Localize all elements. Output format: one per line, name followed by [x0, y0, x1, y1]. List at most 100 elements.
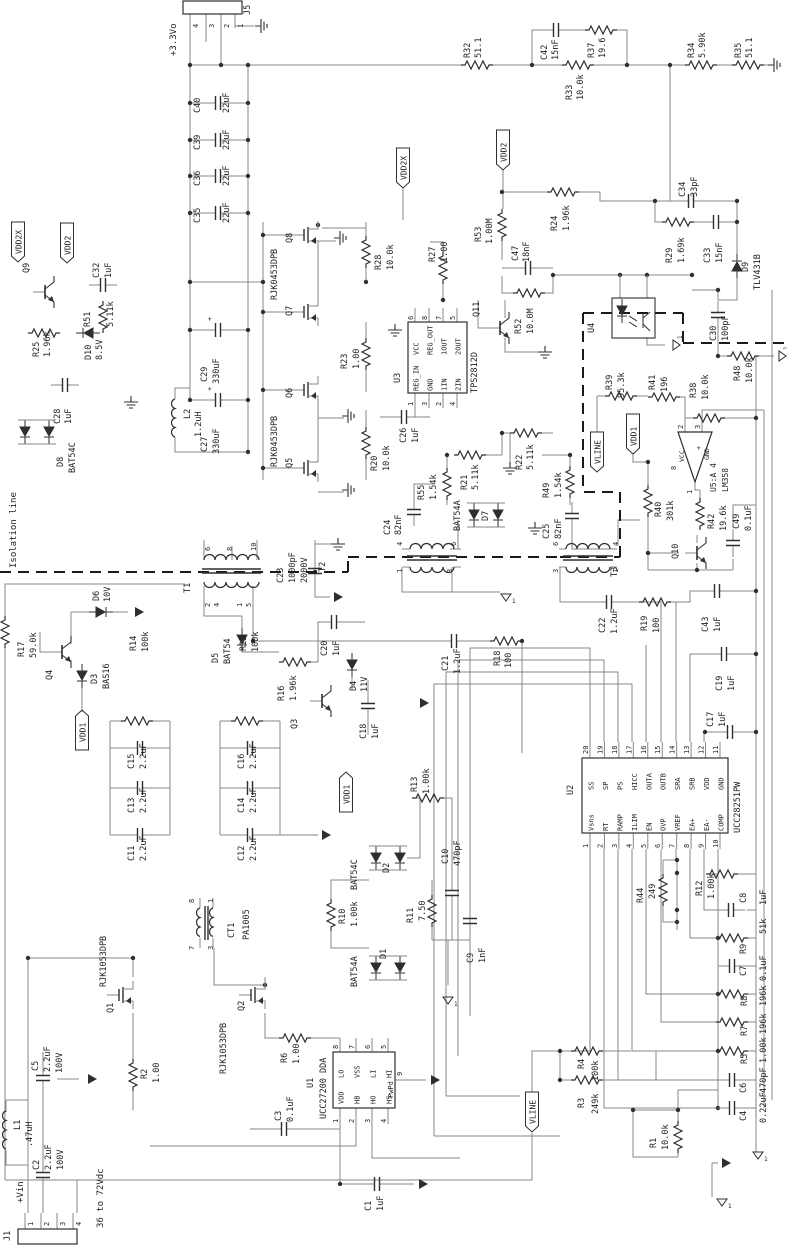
value2-C2: 100V	[56, 1150, 66, 1170]
ref-Q9: Q9	[22, 263, 32, 273]
connector-J5	[182, 0, 243, 15]
ref-R12: R12	[695, 881, 705, 896]
ref-C35: C35	[193, 208, 203, 223]
ref-D6: D6	[92, 591, 102, 601]
ref-C7: C7	[739, 966, 749, 976]
value-R20: 10.0k	[382, 445, 392, 471]
wires	[4, 14, 774, 1229]
J5-pin: 1	[237, 24, 245, 28]
T1-pin: 2	[204, 603, 212, 607]
ref-Q5: Q5	[285, 458, 295, 468]
svg-text:1: 1	[677, 335, 684, 339]
ref-R29: R29	[665, 248, 675, 263]
U1-pin-name: LI	[370, 1070, 378, 1078]
svg-text:1: 1	[783, 346, 787, 350]
net-flag-vdd2: VDD2	[500, 143, 509, 162]
U2-pin: 7	[669, 844, 677, 848]
value-C35: 22uF	[222, 203, 232, 223]
ref-C47: C47	[511, 246, 521, 261]
ref-R37: R37	[587, 43, 597, 58]
ref-D4: D4	[349, 681, 359, 691]
ref-Q11: Q11	[472, 302, 482, 317]
U5-pin: 1	[686, 490, 694, 494]
value-R29: 1.69k	[677, 237, 687, 263]
value-R5: 1.00k	[759, 1037, 769, 1063]
part-number: RJK0453DPB	[270, 416, 280, 467]
ref-R23: R23	[340, 354, 350, 369]
value-C36: 22uF	[222, 166, 232, 186]
U3-pin: 7	[435, 316, 443, 320]
value-R44: 249	[648, 884, 658, 899]
ref-C15: C15	[127, 754, 137, 769]
value-C19: 1uF	[727, 676, 737, 691]
ref-R39: R39	[605, 375, 615, 390]
ref-Q6: Q6	[285, 388, 295, 398]
ref-R32: R32	[463, 43, 473, 58]
ref-C9: C9	[466, 953, 476, 963]
value-R23: 1.00	[352, 349, 362, 369]
value-R6: 1.00	[292, 1044, 302, 1064]
value-R7: 196k	[759, 1014, 769, 1034]
value-R32: 51.1	[474, 38, 484, 58]
value-C5: 2.2uF	[43, 1046, 53, 1072]
value-C2: 2.2uF	[44, 1144, 54, 1170]
ref-D3: D3	[90, 674, 100, 684]
ic-U2	[581, 757, 729, 834]
value-C20: 1uF	[332, 641, 342, 656]
value-R48: 10.0k	[745, 357, 755, 383]
U2-pin-name: RT	[602, 822, 610, 831]
isolation-line-label: Isolation line	[9, 492, 19, 568]
value-R8: 196k	[759, 986, 769, 1006]
T2-pin: 1	[396, 569, 404, 573]
value-L1: .47uH	[25, 1121, 35, 1147]
ref-R53: R53	[474, 227, 484, 242]
ref-R25: R25	[32, 342, 42, 357]
CT1-pin: 3	[207, 946, 215, 950]
value-C23: 1000pF	[288, 552, 298, 583]
J5-pin: 3	[208, 24, 216, 28]
ref-D8: D8	[56, 457, 66, 467]
net-flag-vdd1: VDD1	[630, 427, 639, 446]
U3-pin-name: 2IN	[455, 378, 463, 391]
value-C9: 1nF	[478, 948, 488, 963]
ref-C28: C28	[53, 409, 63, 424]
U2-part: UCC28251PW	[733, 781, 743, 833]
ref-R24: R24	[550, 216, 560, 231]
ref-C17: C17	[706, 712, 716, 727]
U1-pin-name: HI	[386, 1070, 394, 1078]
ref-C34: C34	[678, 182, 688, 197]
value-R34: 5.90k	[698, 32, 708, 58]
value-R27: 1.00	[440, 242, 450, 262]
U3-pin: 5	[449, 316, 457, 320]
ref-R34: R34	[687, 43, 697, 58]
ref-R44: R44	[636, 888, 646, 903]
ref-C26: C26	[399, 428, 409, 443]
value-C33: 15nF	[715, 243, 725, 263]
value-C25: 82nF	[554, 519, 564, 539]
value-R49: 1.54k	[554, 472, 564, 498]
U2-pin-name: OUTA	[645, 772, 653, 790]
T2-ref: T2	[318, 562, 328, 572]
ref-R33: R33	[565, 85, 575, 100]
ref-L2: L2	[183, 409, 193, 419]
ref-R5: R5	[740, 1054, 750, 1064]
value-C11: 2.2uF	[139, 835, 149, 861]
value-C43: 1uF	[713, 617, 723, 632]
value-C12: 2.2uF	[249, 835, 259, 861]
U3-pin: 1	[407, 402, 415, 406]
ref-Q7: Q7	[285, 306, 295, 316]
ref-R6: R6	[280, 1053, 290, 1063]
U2-pin-name: OUTB	[660, 773, 668, 790]
U2-pin: 12	[698, 746, 706, 754]
ref-C8: C8	[739, 893, 749, 903]
value-R24: 1.96k	[562, 205, 572, 231]
ref-R1: R1	[649, 1138, 659, 1148]
U5-gnd: GND	[703, 448, 711, 460]
value-D6: 10V	[103, 587, 113, 602]
U1-pin: 5	[380, 1045, 388, 1049]
value-C7: 0.1uF	[759, 955, 769, 981]
U2-pin: 4	[625, 844, 633, 848]
U1-pin-name: VDD	[338, 1091, 346, 1104]
U2-pin-name: Vsns	[588, 814, 596, 831]
value-C22: 1.2uF	[610, 608, 620, 634]
